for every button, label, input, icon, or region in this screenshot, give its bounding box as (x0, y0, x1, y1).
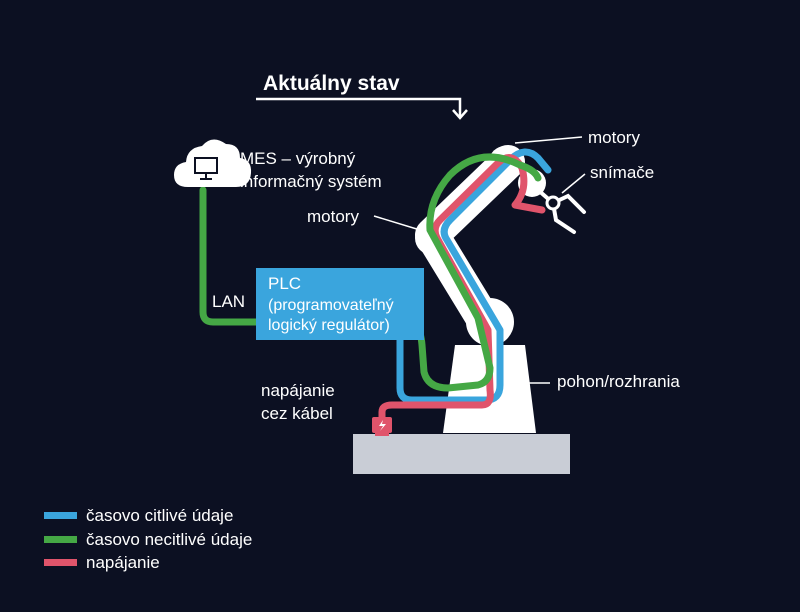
plc-title: PLC (268, 274, 301, 293)
cable-power (378, 154, 546, 422)
mes-label-line2: informačný systém (240, 172, 382, 191)
cloud-computer-icon (174, 139, 252, 187)
legend-swatch-time-insensitive (44, 536, 77, 543)
motory-mid-leader (373, 215, 421, 231)
plc-box (256, 268, 424, 340)
diagram-title: Aktuálny stav (263, 72, 400, 95)
legend-swatch-power (44, 559, 77, 566)
motory-top-label: motory (588, 128, 640, 147)
power-socket-icon (372, 417, 392, 436)
plc-subtitle-1: (programovateľný (268, 297, 394, 314)
motory-top-leader (514, 136, 583, 144)
legend-swatch-time-sensitive (44, 512, 77, 519)
legend-label-time-sensitive: časovo citlivé údaje (86, 506, 233, 525)
plc-subtitle-2: logický regulátor) (268, 317, 390, 334)
cable-time-sensitive (396, 148, 552, 404)
napajanie-label-line1: napájanie (261, 381, 335, 400)
sensor-point (545, 195, 561, 211)
pohon-label: pohon/rozhrania (557, 372, 680, 391)
snimace-label: snímače (590, 163, 654, 182)
ground-plate (353, 434, 570, 474)
title-arrow (256, 97, 468, 120)
mes-label-line1: MES – výrobný (240, 149, 356, 168)
napajanie-label-line2: cez kábel (261, 404, 333, 423)
snimace-leader (561, 173, 586, 194)
legend: časovo citlivé údaje časovo necitlivé úd… (44, 506, 252, 572)
cable-time-insensitive (199, 153, 542, 392)
lan-label: LAN (212, 292, 245, 311)
legend-label-power: napájanie (86, 553, 160, 572)
motory-mid-label: motory (307, 207, 359, 226)
legend-label-time-insensitive: časovo necitlivé údaje (86, 530, 252, 549)
